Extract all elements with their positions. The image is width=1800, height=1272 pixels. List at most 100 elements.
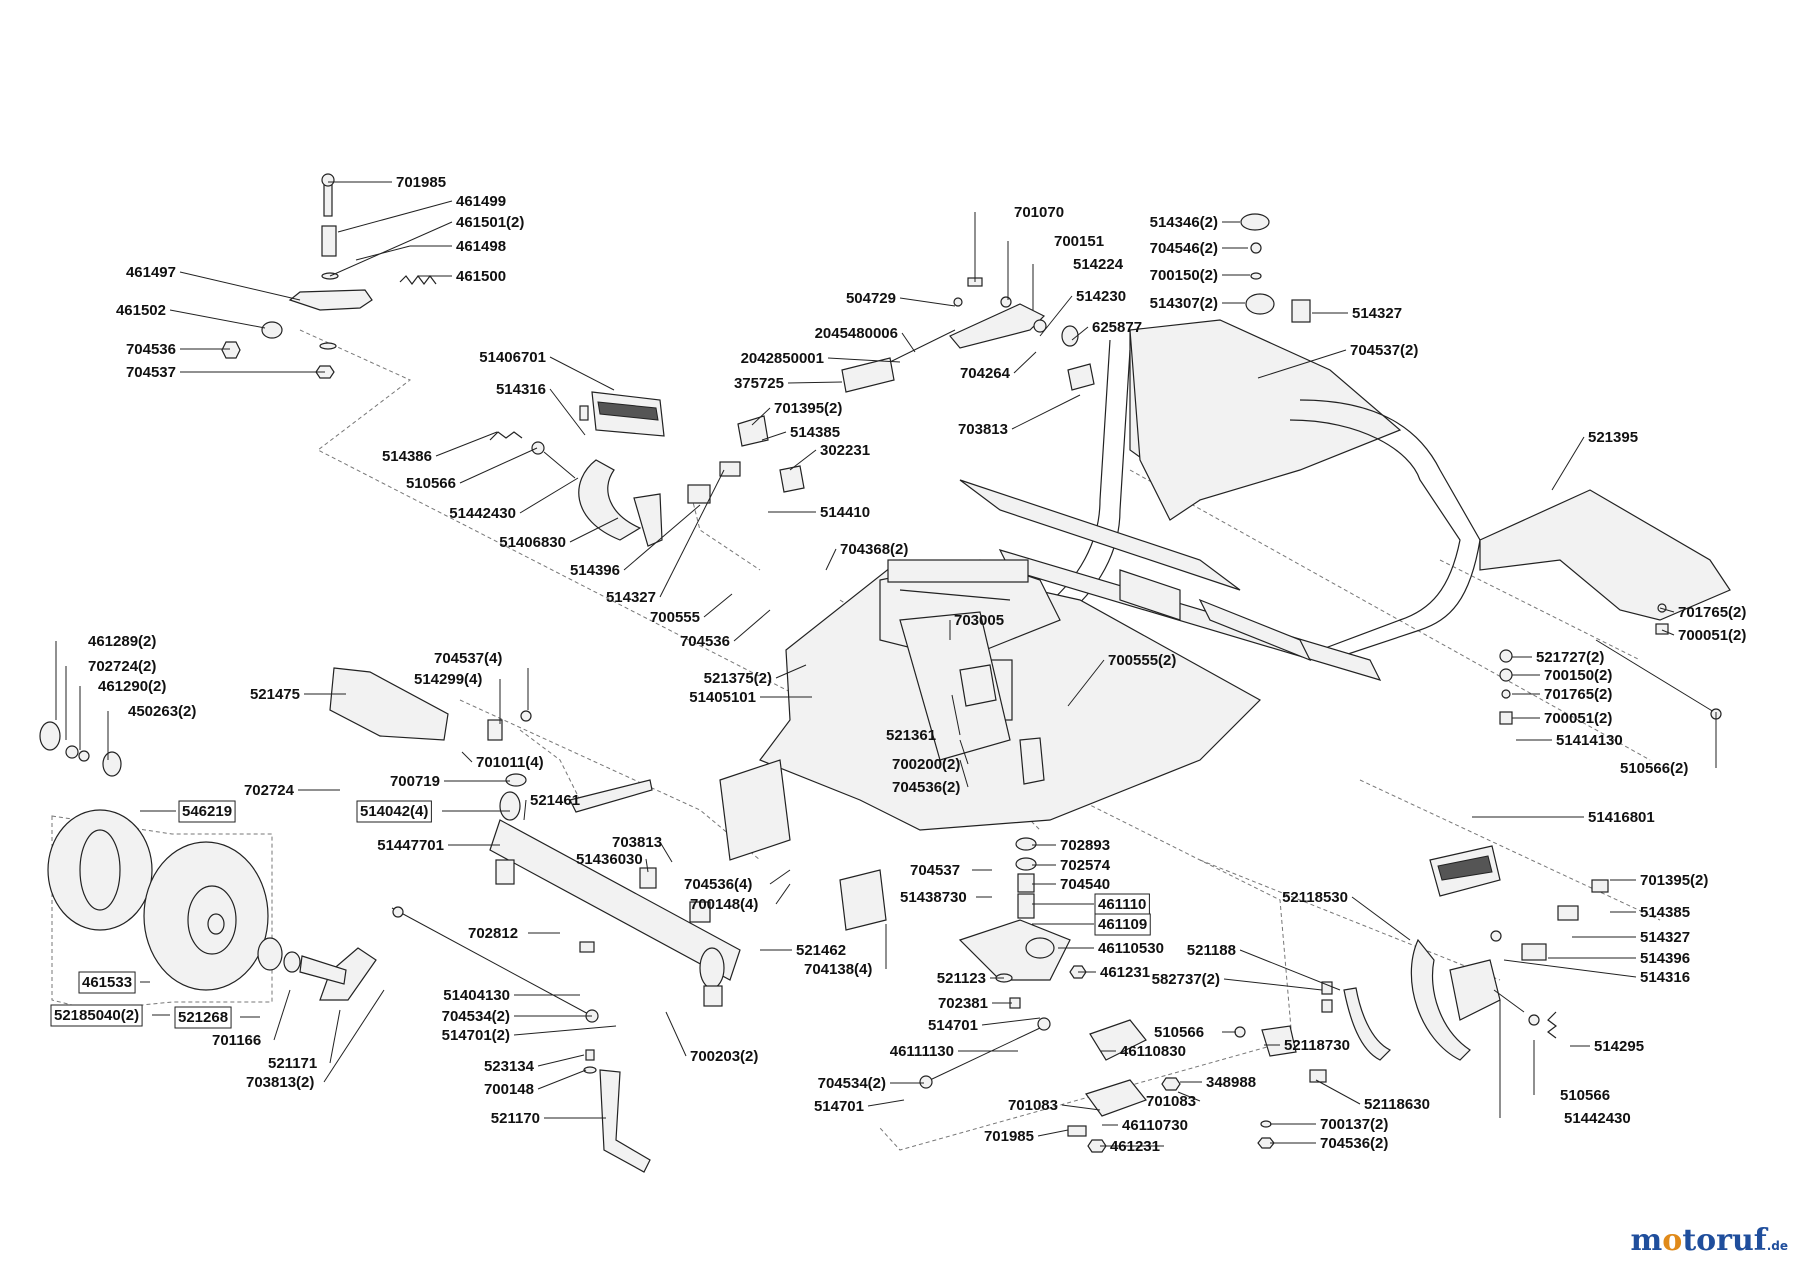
leader-line-514230	[1039, 295, 1073, 337]
leader-line-704536_b	[733, 609, 771, 642]
part-label-510566_b: 510566(2)	[1620, 760, 1688, 777]
seat-plate	[1479, 489, 1731, 621]
leader-line-521375	[775, 664, 807, 679]
part-label-514701_a: 514701	[928, 1017, 978, 1034]
part-label-700203: 700203(2)	[690, 1048, 758, 1065]
leader-line-701395_a	[751, 407, 771, 426]
leader-line-51406701	[549, 356, 615, 391]
leader-line-514701_c	[513, 1025, 617, 1036]
part-label-461501: 461501(2)	[456, 214, 524, 231]
front-axle-assembly	[299, 667, 741, 1173]
part-label-702724_b: 702724	[244, 782, 295, 799]
part-label-450263: 450263(2)	[128, 703, 196, 720]
part-label-514410: 514410	[820, 504, 870, 521]
part-label-701765_a: 701765(2)	[1678, 604, 1746, 621]
part-label-461497: 461497	[126, 264, 176, 281]
leader-line-514327_a	[659, 469, 725, 598]
part-label-700150_a: 700150(2)	[1150, 267, 1218, 284]
leader-line-514316_a	[549, 388, 586, 436]
part-label-514701_c: 514701(2)	[442, 1027, 510, 1044]
part-label-700051_b: 700051(2)	[1544, 710, 1612, 727]
leader-line-701985_b	[1037, 1129, 1069, 1137]
part-label-52118730: 52118730	[1284, 1037, 1350, 1054]
part-label-51447701: 51447701	[377, 837, 444, 854]
part-label-51404130: 51404130	[443, 987, 510, 1004]
leader-line-504729	[899, 297, 956, 307]
part-label-521170: 521170	[491, 1110, 540, 1127]
part-label-582737: 582737(2)	[1152, 971, 1220, 988]
part-label-510566_c: 510566	[1154, 1024, 1204, 1041]
part-label-514327_b: 514327	[1352, 305, 1402, 322]
part-label-701395_b: 701395(2)	[1640, 872, 1708, 889]
part-label-521123: 521123	[937, 970, 986, 987]
part-label-302231: 302231	[820, 442, 870, 459]
part-label-46111130: 46111130	[890, 1043, 954, 1060]
leader-line-52118630	[1315, 1079, 1361, 1105]
leader-line-625877	[1071, 326, 1089, 341]
leader-line-302231	[789, 449, 817, 471]
leader-line-701765_a	[1659, 607, 1675, 613]
part-label-461499: 461499	[456, 193, 506, 210]
part-label-700148_b: 700148	[484, 1081, 534, 1098]
part-label-51436030: 51436030	[576, 851, 643, 868]
leader-line-51442430_a	[519, 477, 579, 514]
part-label-46110730: 46110730	[1122, 1117, 1188, 1134]
part-label-703813_a: 703813	[958, 421, 1008, 438]
part-label-52118530: 52118530	[1282, 889, 1348, 906]
part-label-700150_b: 700150(2)	[1544, 667, 1612, 684]
part-label-700719: 700719	[390, 773, 440, 790]
part-label-504729: 504729	[846, 290, 896, 307]
part-label-704536_a: 704536	[126, 341, 176, 358]
part-label-514224: 514224	[1073, 256, 1124, 273]
part-label-510566_a: 510566	[406, 475, 456, 492]
part-label-461289: 461289(2)	[88, 633, 156, 650]
part-label-701985_top: 701985	[396, 174, 446, 191]
part-label-521268: 521268	[178, 1009, 228, 1026]
part-label-700148_a: 700148(4)	[690, 896, 758, 913]
part-label-521375: 521375(2)	[704, 670, 772, 687]
leader-line-701011	[461, 751, 473, 763]
part-label-510566_d: 510566	[1560, 1087, 1610, 1104]
part-label-461109: 461109	[1098, 916, 1147, 933]
part-label-51414130: 51414130	[1556, 732, 1623, 749]
leader-line-2042850001	[827, 357, 901, 363]
part-label-514385_b: 514385	[1640, 904, 1690, 921]
leader-line-704537_b	[1257, 349, 1347, 379]
leader-line-704368	[825, 548, 837, 571]
part-label-700200: 700200(2)	[892, 756, 960, 773]
leader-line-700200	[959, 739, 969, 765]
part-label-51438730: 51438730	[900, 889, 967, 906]
part-label-702574: 702574	[1060, 857, 1111, 874]
part-label-702893: 702893	[1060, 837, 1110, 854]
part-label-700051_a: 700051(2)	[1678, 627, 1746, 644]
part-label-514307: 514307(2)	[1150, 295, 1218, 312]
part-label-51405101: 51405101	[689, 689, 756, 706]
part-label-521727: 521727(2)	[1536, 649, 1604, 666]
leader-line-514316_b	[1503, 959, 1637, 978]
label-box-461109	[1094, 913, 1151, 936]
label-box-461533	[78, 971, 136, 994]
part-label-546219: 546219	[182, 803, 232, 820]
part-label-521461: 521461	[530, 792, 580, 809]
part-label-461502: 461502	[116, 302, 166, 319]
part-number-labels: 701985461499461501(2)4614984615004614974…	[50, 174, 1746, 1155]
leader-line-700148_b	[537, 1069, 587, 1090]
leader-line-523134	[537, 1054, 585, 1067]
leader-line-510566_a	[459, 447, 538, 484]
part-label-704534_a: 704534(2)	[818, 1075, 886, 1092]
part-label-704264: 704264	[960, 365, 1011, 382]
tie-rods	[391, 906, 1051, 1089]
part-label-703813_c: 703813	[612, 834, 662, 851]
logo-part-2: o	[1662, 1223, 1683, 1258]
leader-line-700203	[665, 1011, 687, 1057]
leader-line-461499	[337, 200, 453, 233]
part-label-704546: 704546(2)	[1150, 240, 1218, 257]
part-label-46110530: 46110530	[1098, 940, 1164, 957]
part-label-514042: 514042(4)	[360, 803, 428, 820]
part-label-514385_a: 514385	[790, 424, 840, 441]
part-label-704537_d: 704537	[910, 862, 960, 879]
leader-line-700555_b	[1067, 659, 1105, 707]
part-label-514299: 514299(4)	[414, 671, 482, 688]
part-label-375725: 375725	[734, 375, 784, 392]
part-label-702724_a: 702724(2)	[88, 658, 156, 675]
